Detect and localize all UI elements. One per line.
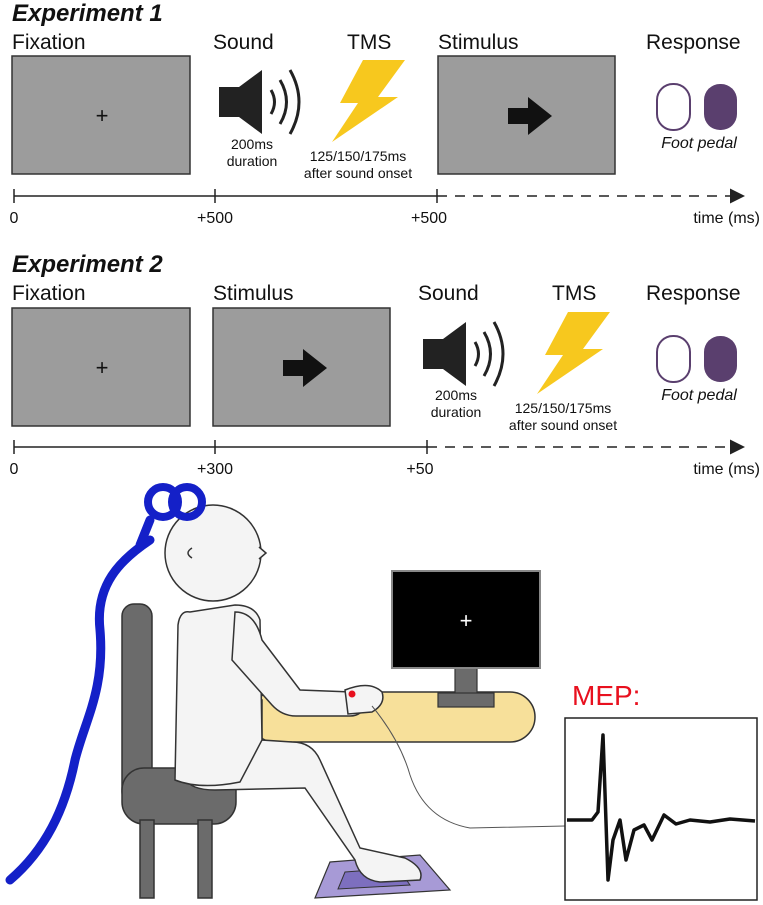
tms-coil-cable [5, 535, 155, 885]
exp2-fixation-cross: + [96, 355, 109, 380]
emg-electrode-wire [371, 705, 566, 829]
exp1-stimulus-label: Stimulus [438, 31, 519, 54]
exp1-fixation-cross: + [96, 103, 109, 128]
exp2-sound-caption-1: 200ms [435, 387, 477, 403]
exp2-fixation-label: Fixation [12, 282, 86, 305]
exp1-sound-caption-2: duration [227, 153, 278, 169]
mep-label: MEP: [572, 680, 640, 711]
exp2-tick-2: +50 [406, 461, 433, 478]
exp1-pedal-label: Foot pedal [661, 135, 737, 152]
experiment-2-panel: Experiment 2 Fixation Stimulus Sound TMS… [10, 251, 760, 478]
mep-trace-panel [564, 717, 758, 901]
experiment-1-panel: Experiment 1 Fixation Sound TMS Stimulus… [10, 0, 760, 227]
exp1-lightning-bolt-icon [332, 60, 405, 142]
exp2-pedal-left-icon [656, 335, 691, 383]
exp2-right-arrow-icon [283, 349, 327, 387]
exp1-sound-caption-1: 200ms [231, 136, 273, 152]
exp1-response-label: Response [646, 31, 741, 54]
exp1-tick-1: +500 [197, 210, 233, 227]
exp2-sound-caption-2: duration [431, 404, 482, 420]
exp1-sound-label: Sound [213, 31, 274, 54]
exp1-pedal-left-icon [656, 83, 691, 131]
exp1-tms-caption-1: 125/150/175ms [310, 148, 407, 164]
mep-waveform [567, 733, 756, 882]
exp1-tick-0: 0 [10, 210, 19, 227]
exp2-tick-1: +300 [197, 461, 233, 478]
exp2-pedal-right-icon [704, 336, 737, 382]
exp1-speaker-icon [219, 69, 301, 135]
exp2-sound-label: Sound [418, 282, 479, 305]
exp1-fixation-screen [11, 55, 191, 175]
exp1-tick-2: +500 [411, 210, 447, 227]
monitor-fixation-cross: + [460, 608, 473, 633]
exp2-speaker-icon [423, 321, 505, 387]
exp2-tms-label: TMS [552, 282, 596, 305]
exp2-stimulus-label: Stimulus [213, 282, 294, 305]
exp2-tms-caption-1: 125/150/175ms [515, 400, 612, 416]
exp1-pedal-right-icon [704, 84, 737, 130]
exp1-tms-caption-2: after sound onset [304, 165, 412, 181]
monitor-icon [391, 570, 541, 708]
chair-icon [121, 603, 237, 899]
exp2-time-unit: time (ms) [693, 461, 760, 478]
exp1-tms-label: TMS [347, 31, 391, 54]
exp2-lightning-bolt-icon [537, 312, 610, 394]
exp2-pedal-label: Foot pedal [661, 387, 737, 404]
participant-figure [164, 504, 422, 883]
experiment-1-title: Experiment 1 [12, 0, 163, 27]
exp2-tick-0: 0 [10, 461, 19, 478]
exp2-tms-caption-2: after sound onset [509, 417, 617, 433]
exp1-right-arrow-icon [508, 97, 552, 135]
exp2-response-label: Response [646, 282, 741, 305]
tms-setup-illustration: + MEP: [5, 483, 758, 901]
exp2-fixation-screen [11, 307, 191, 427]
tms-coil-icon [135, 483, 206, 550]
exp1-time-unit: time (ms) [693, 210, 760, 227]
experiment-2-title: Experiment 2 [12, 251, 163, 278]
exp1-fixation-label: Fixation [12, 31, 86, 54]
